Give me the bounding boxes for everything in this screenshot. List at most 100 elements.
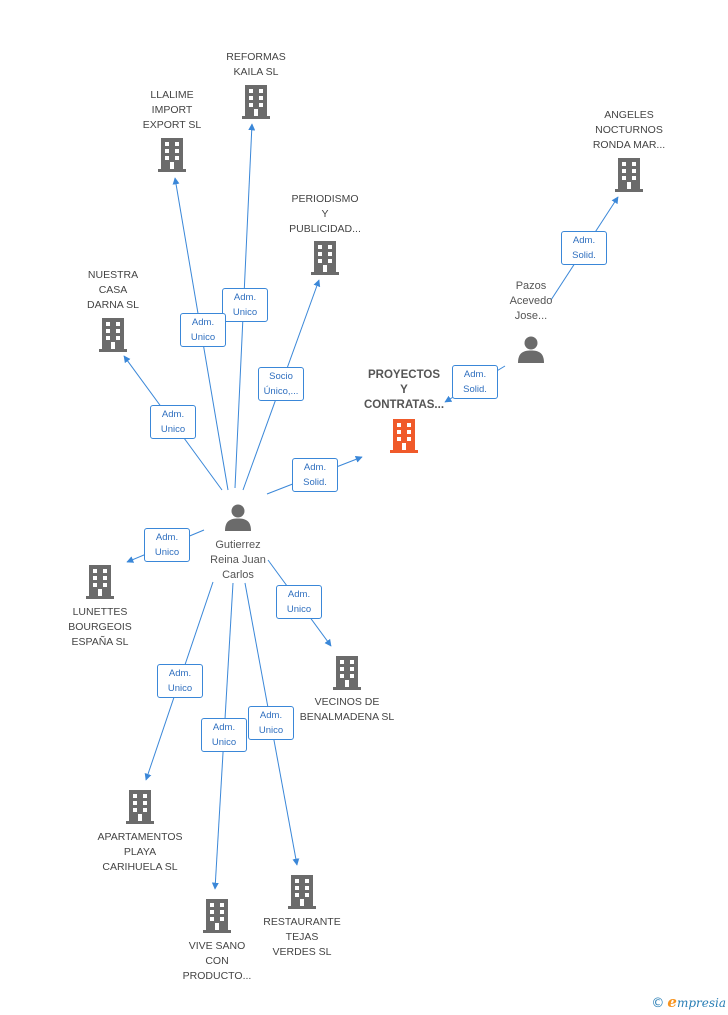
node-label-apartamentos[interactable]: APARTAMENTOS PLAYA CARIHUELA SL	[65, 830, 215, 875]
edge-label-gutierrez-proyectos[interactable]: Adm. Solid.	[292, 458, 338, 492]
person-icon-gutierrez[interactable]	[225, 504, 251, 532]
node-label-line: EXPORT SL	[142, 119, 202, 131]
node-label-line: ESPAÑA SL	[71, 636, 129, 648]
building-icon-restaurante[interactable]	[288, 875, 316, 909]
node-label-line: PUBLICIDAD...	[289, 223, 361, 235]
edge-label-line: Unico	[211, 737, 237, 748]
node-label-line: TEJAS	[285, 931, 319, 943]
building-icon-proyectos[interactable]	[390, 419, 418, 453]
edge-label-line: Adm.	[168, 668, 192, 679]
building-icon-apartamentos[interactable]	[126, 790, 154, 824]
edge-label-pazos-angeles[interactable]: Adm. Solid.	[561, 231, 607, 265]
node-label-line: VERDES SL	[272, 946, 332, 958]
building-icon-llalime[interactable]	[158, 138, 186, 172]
node-label-nuestra[interactable]: NUESTRA CASA DARNA SL	[38, 268, 188, 313]
brand-name: mpresia	[676, 996, 726, 1010]
edge-label-gutierrez-vecinos[interactable]: Adm. Unico	[276, 585, 322, 619]
building-icon-lunettes[interactable]	[86, 565, 114, 599]
node-label-line: CONTRATAS...	[363, 399, 445, 411]
brand-logo: ©empresia	[651, 993, 726, 1011]
node-label-llalime[interactable]: LLALIME IMPORT EXPORT SL	[97, 88, 247, 133]
edge-label-line: Unico	[167, 683, 193, 694]
building-icon-nuestra[interactable]	[99, 318, 127, 352]
node-label-line: Carlos	[222, 569, 254, 581]
node-label-line: Gutierrez	[215, 539, 261, 551]
node-label-line: RONDA MAR...	[592, 139, 666, 151]
edge-label-line: Adm.	[259, 710, 283, 721]
node-label-line: VECINOS DE	[314, 696, 380, 708]
edge-lines	[123, 123, 619, 890]
person-icon-pazos[interactable]	[518, 336, 544, 364]
edge-label-gutierrez-lunettes[interactable]: Adm. Unico	[144, 528, 190, 562]
node-label-vecinos[interactable]: VECINOS DE BENALMADENA SL	[272, 695, 422, 725]
edge-label-line: Adm.	[303, 462, 327, 473]
edge-label-line: Unico	[232, 307, 258, 318]
node-label-proyectos[interactable]: PROYECTOS Y CONTRATAS...	[329, 368, 479, 413]
node-label-line: Y	[321, 208, 329, 220]
building-icon-vecinos[interactable]	[333, 656, 361, 690]
node-label-line: PERIODISMO	[291, 193, 359, 205]
edge-label-line: Unico	[160, 424, 186, 435]
node-label-line: VIVE SANO	[188, 940, 246, 952]
edge-label-gutierrez-llalime[interactable]: Adm.Unico	[180, 313, 226, 347]
node-label-line: KAILA SL	[233, 66, 279, 78]
node-label-line: PRODUCTO...	[182, 970, 252, 982]
edge-label-line: Único,...	[263, 386, 299, 397]
node-label-restaurante[interactable]: RESTAURANTE TEJAS VERDES SL	[227, 915, 377, 960]
copyright-symbol: ©	[651, 996, 665, 1011]
node-label-line: IMPORT	[151, 104, 193, 116]
edge-label-line: Adm.	[161, 409, 185, 420]
node-label-angeles[interactable]: ANGELES NOCTURNOS RONDA MAR...	[554, 108, 704, 153]
edge-label-line: Adm.	[155, 532, 179, 543]
edge-label-gutierrez-nuestra[interactable]: Adm. Unico	[150, 405, 196, 439]
edge-label-gutierrez-apartamentos[interactable]: Adm. Unico	[157, 664, 203, 698]
node-label-line: PLAYA	[123, 846, 157, 858]
node-label-line: APARTAMENTOS	[97, 831, 183, 843]
edge-label-gutierrez-vive[interactable]: Adm. Unico	[201, 718, 247, 752]
edge-label-gutierrez-restaurante[interactable]: Adm. Unico	[248, 706, 294, 740]
node-label-line: NUESTRA	[87, 269, 139, 281]
edge-label-line: Adm.	[287, 589, 311, 600]
node-label-line: RESTAURANTE	[263, 916, 341, 928]
edge-label-line: Adm.	[233, 292, 257, 303]
building-icon-periodismo[interactable]	[311, 241, 339, 275]
building-icon-angeles[interactable]	[615, 158, 643, 192]
node-label-line: DARNA SL	[87, 299, 139, 311]
node-label-periodismo[interactable]: PERIODISMO Y PUBLICIDAD...	[250, 192, 400, 237]
edge-label-line: Solid.	[463, 384, 487, 395]
node-label-line: ANGELES	[604, 109, 654, 121]
edge-label-line: Adm.	[463, 369, 487, 380]
node-label-vive[interactable]: VIVE SANO CON PRODUCTO...	[142, 939, 292, 984]
brand-initial: e	[667, 993, 677, 1011]
node-label-line: Acevedo	[509, 295, 553, 307]
edge-label-line: Unico	[286, 604, 312, 615]
node-label-line: BENALMADENA SL	[299, 711, 395, 723]
node-label-line: NOCTURNOS	[595, 124, 663, 136]
edge-label-line: Adm.	[572, 235, 596, 246]
edge-label-line: Unico	[154, 547, 180, 558]
node-label-line: Y	[400, 384, 408, 396]
node-label-line: REFORMAS	[226, 51, 286, 63]
node-label-line: BOURGEOIS	[68, 621, 132, 633]
node-label-line: PROYECTOS	[368, 369, 440, 381]
edge-label-gutierrez-reformas[interactable]: Adm. Unico	[222, 288, 268, 322]
edge-label-line: Adm.	[212, 722, 236, 733]
node-label-line: CASA	[98, 284, 128, 296]
node-label-line: LUNETTES	[72, 606, 128, 618]
edge-label-line: Solid.	[572, 250, 596, 261]
edge-label-pazos-proyectos[interactable]: Adm. Solid.	[452, 365, 498, 399]
node-label-lunettes[interactable]: LUNETTES BOURGEOIS ESPAÑA SL	[25, 605, 175, 650]
node-label-line: CON	[205, 955, 229, 967]
node-label-line: CARIHUELA SL	[102, 861, 178, 873]
node-label-line: Jose...	[514, 310, 548, 322]
edge-label-line: Unico	[258, 725, 284, 736]
node-label-line: LLALIME	[150, 89, 194, 101]
node-label-line: Pazos	[515, 280, 547, 292]
edge-label-line: Socio	[269, 371, 293, 382]
edge-label-line: Solid.	[303, 477, 327, 488]
node-label-reformas[interactable]: REFORMAS KAILA SL	[181, 50, 331, 80]
edge-label-line: Adm.	[191, 317, 215, 328]
